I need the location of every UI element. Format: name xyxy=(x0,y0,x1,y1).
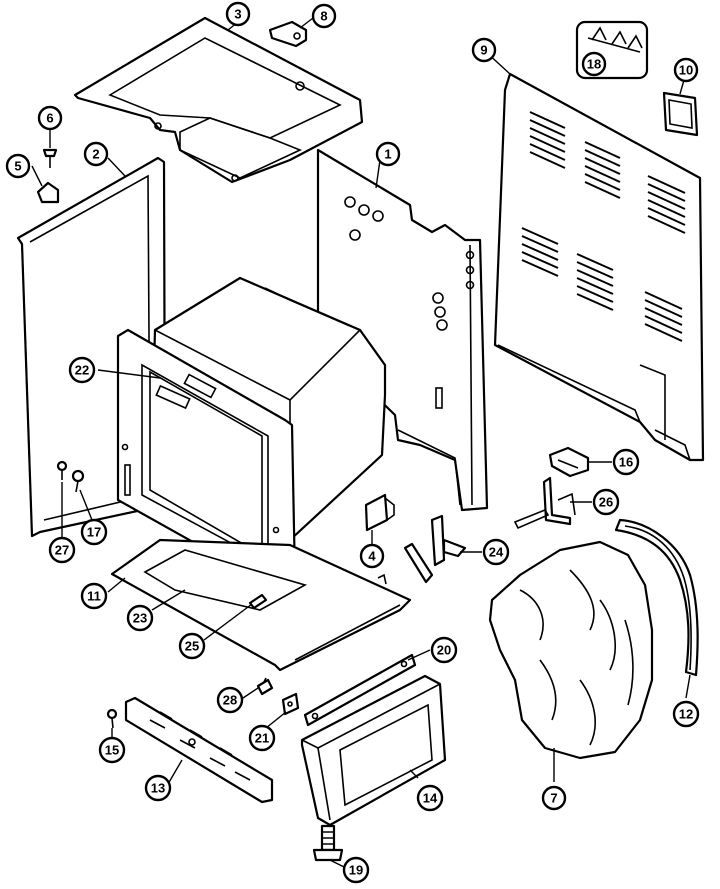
callout-10: 10 xyxy=(673,57,699,83)
callout-24: 24 xyxy=(482,538,510,566)
part-screw-15 xyxy=(106,708,118,729)
part-hinge-bracket xyxy=(268,20,308,48)
svg-text:7: 7 xyxy=(550,791,557,806)
part-screw-27 xyxy=(56,460,68,480)
part-screw-28 xyxy=(256,677,274,696)
part-screw-25 xyxy=(248,593,268,610)
svg-text:19: 19 xyxy=(349,863,363,878)
part-top-panel xyxy=(73,16,364,184)
part-small-plate xyxy=(662,91,699,137)
svg-text:6: 6 xyxy=(46,111,53,126)
callout-1: 1 xyxy=(375,141,401,167)
svg-text:21: 21 xyxy=(255,731,269,746)
svg-text:8: 8 xyxy=(320,9,327,24)
callout-12: 12 xyxy=(672,700,700,728)
callout-5: 5 xyxy=(5,153,31,179)
callout-26: 26 xyxy=(592,488,620,516)
svg-text:1: 1 xyxy=(384,147,391,162)
svg-text:18: 18 xyxy=(587,57,601,72)
svg-text:3: 3 xyxy=(234,7,241,22)
part-insulation xyxy=(488,540,654,760)
callout-9: 9 xyxy=(471,37,497,63)
callout-16: 16 xyxy=(612,448,640,476)
svg-text:11: 11 xyxy=(87,589,101,604)
part-side-panel xyxy=(316,148,489,512)
callout-19: 19 xyxy=(342,856,370,884)
callout-8: 8 xyxy=(311,3,337,29)
svg-text:26: 26 xyxy=(599,495,613,510)
callout-22: 22 xyxy=(68,356,96,384)
callout-15: 15 xyxy=(98,736,126,764)
svg-text:28: 28 xyxy=(223,693,237,708)
part-rear-panel xyxy=(493,72,705,462)
callout-11: 11 xyxy=(80,582,108,610)
svg-text:2: 2 xyxy=(92,147,99,162)
part-drawer xyxy=(300,674,447,827)
part-bracket-4 xyxy=(364,493,395,532)
svg-text:16: 16 xyxy=(619,455,633,470)
callout-13: 13 xyxy=(144,774,172,802)
svg-text:17: 17 xyxy=(87,525,101,540)
svg-text:23: 23 xyxy=(133,611,147,626)
part-clip-5 xyxy=(36,181,60,204)
svg-text:4: 4 xyxy=(368,549,376,564)
callout-28: 28 xyxy=(216,686,244,714)
callout-7: 7 xyxy=(541,785,567,811)
part-clip-21 xyxy=(281,692,300,716)
svg-text:10: 10 xyxy=(679,63,693,78)
part-strip-20 xyxy=(303,653,417,727)
callout-23: 23 xyxy=(126,604,154,632)
callout-20: 20 xyxy=(430,636,458,664)
svg-text:13: 13 xyxy=(151,781,165,796)
svg-text:9: 9 xyxy=(480,43,487,58)
callout-25: 25 xyxy=(178,632,206,660)
svg-text:5: 5 xyxy=(14,159,21,174)
callout-14: 14 xyxy=(416,784,444,812)
callout-3: 3 xyxy=(225,1,251,27)
callout-6: 6 xyxy=(37,105,63,131)
callout-17: 17 xyxy=(80,518,108,546)
part-toe-kick xyxy=(124,696,274,804)
part-screw-17 xyxy=(71,469,85,493)
svg-text:22: 22 xyxy=(75,363,89,378)
svg-text:20: 20 xyxy=(437,643,451,658)
part-latch-16 xyxy=(548,446,590,478)
callout-21: 21 xyxy=(248,724,276,752)
svg-text:24: 24 xyxy=(489,545,504,560)
callout-2: 2 xyxy=(83,141,109,167)
part-screw-6 xyxy=(42,148,58,168)
callout-18: 18 xyxy=(581,51,607,77)
part-bracket-26 xyxy=(513,476,576,530)
callout-4: 4 xyxy=(359,543,385,569)
part-trim-strip xyxy=(614,518,699,677)
part-leveling-leg xyxy=(312,824,344,862)
svg-text:12: 12 xyxy=(679,707,693,722)
part-bottom-panel xyxy=(110,538,412,672)
part-hinge-24 xyxy=(403,514,467,584)
callout-27: 27 xyxy=(48,536,76,564)
svg-text:27: 27 xyxy=(55,543,69,558)
svg-text:15: 15 xyxy=(105,743,119,758)
svg-text:25: 25 xyxy=(185,639,199,654)
svg-text:14: 14 xyxy=(423,791,438,806)
